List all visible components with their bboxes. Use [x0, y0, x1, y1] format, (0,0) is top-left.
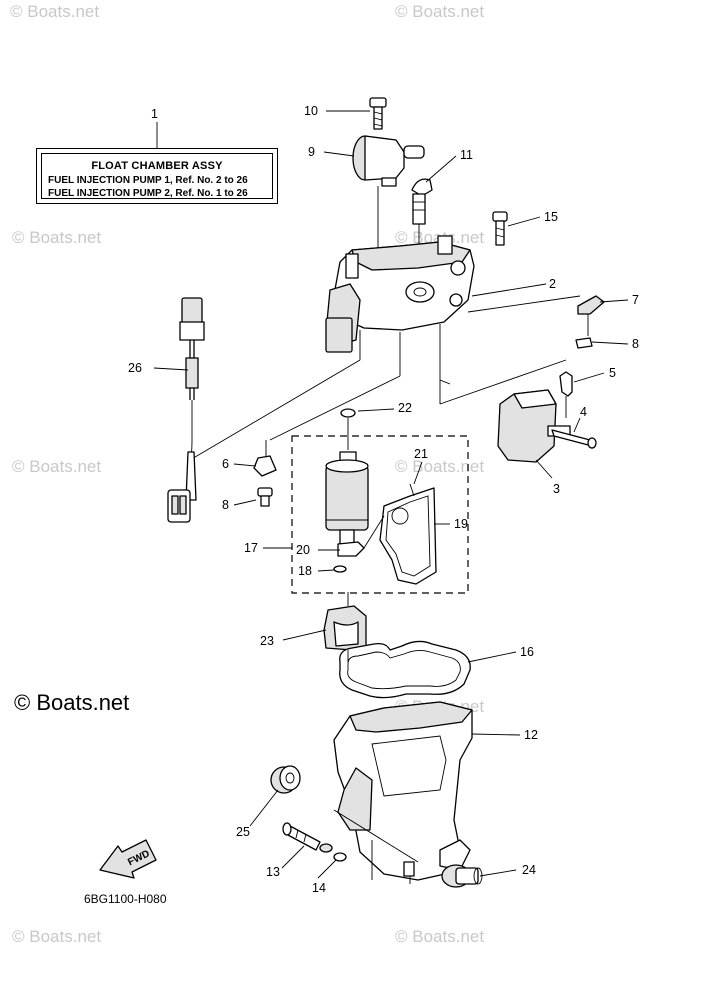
float-3 [497, 389, 571, 463]
screw-8-lower [257, 487, 273, 507]
gasket-16 [339, 640, 471, 699]
callout-26: 26 [128, 361, 142, 375]
damper-23 [323, 592, 367, 651]
wire-harness-26 [167, 297, 205, 523]
callout-2: 2 [549, 277, 556, 291]
callout-6: 6 [222, 457, 229, 471]
assembly-legend: FLOAT CHAMBER ASSY FUEL INJECTION PUMP 1… [36, 148, 278, 204]
float-chamber-12 [333, 701, 473, 884]
callout-numbers: 1 2 3 4 5 6 7 8 8 9 10 11 12 13 14 15 16… [128, 104, 639, 895]
callout-25: 25 [236, 825, 250, 839]
fwd-arrow-icon: FWD [99, 839, 157, 879]
watermark: © Boats.net [12, 228, 101, 247]
callout-7: 7 [632, 293, 639, 307]
filter-19 [363, 483, 437, 585]
o-ring-22 [340, 408, 356, 450]
grommet-25 [270, 765, 301, 794]
guide-line [333, 809, 419, 863]
callout-24: 24 [522, 863, 536, 877]
watermark: © Boats.net [12, 927, 101, 946]
callout-4: 4 [580, 405, 587, 419]
callout-21: 21 [414, 447, 428, 461]
callout-13: 13 [266, 865, 280, 879]
callout-1: 1 [151, 107, 158, 121]
callout-9: 9 [308, 145, 315, 159]
o-ring-18 [333, 565, 347, 573]
pump-assy-17-box [291, 435, 469, 594]
needle-valve-5 [439, 359, 573, 418]
legend-line-2: FUEL INJECTION PUMP 2, Ref. No. 1 to 26 [48, 188, 248, 199]
fuel-pump [325, 451, 369, 545]
callout-3: 3 [553, 482, 560, 496]
bolt-15 [492, 211, 508, 246]
float-pin-4 [551, 429, 597, 449]
screw-8-upper [575, 337, 593, 349]
callout-11: 11 [460, 148, 473, 162]
watermark: © Boats.net [395, 927, 484, 946]
callout-14: 14 [312, 881, 326, 895]
callout-16: 16 [520, 645, 534, 659]
leader-lines [153, 110, 629, 879]
o-ring-14 [333, 852, 347, 862]
drain-plug-24 [441, 864, 483, 888]
pressure-regulator-9 [352, 135, 425, 250]
clip-20 [337, 541, 365, 557]
callout-22: 22 [398, 401, 412, 415]
callout-12: 12 [524, 728, 538, 742]
legend-inner: FLOAT CHAMBER ASSY FUEL INJECTION PUMP 1… [41, 153, 273, 199]
watermark: © Boats.net [395, 457, 484, 476]
callout-18: 18 [298, 564, 312, 578]
callout-10: 10 [304, 104, 318, 118]
fitting-11 [411, 178, 433, 252]
legend-line-1: FUEL INJECTION PUMP 1, Ref. No. 2 to 26 [48, 175, 248, 186]
callout-19: 19 [454, 517, 468, 531]
callout-20: 20 [296, 543, 310, 557]
bolt-10 [369, 97, 387, 130]
clip-7 [577, 295, 605, 336]
clamp-6 [253, 440, 277, 477]
callout-23: 23 [260, 634, 274, 648]
legend-title: FLOAT CHAMBER ASSY [91, 160, 223, 172]
boats-net-logo: © Boats.net [14, 690, 130, 715]
watermark: © Boats.net [10, 2, 99, 21]
drain-screw-13 [282, 822, 333, 853]
separator-cap-2 [189, 235, 581, 461]
diagram-code: 6BG1100-H080 [84, 892, 167, 906]
callout-8: 8 [222, 498, 229, 512]
callout-15: 15 [544, 210, 558, 224]
callout-8: 8 [632, 337, 639, 351]
watermark: © Boats.net [395, 2, 484, 21]
callout-5: 5 [609, 366, 616, 380]
watermark: © Boats.net [12, 457, 101, 476]
callout-17: 17 [244, 541, 258, 555]
